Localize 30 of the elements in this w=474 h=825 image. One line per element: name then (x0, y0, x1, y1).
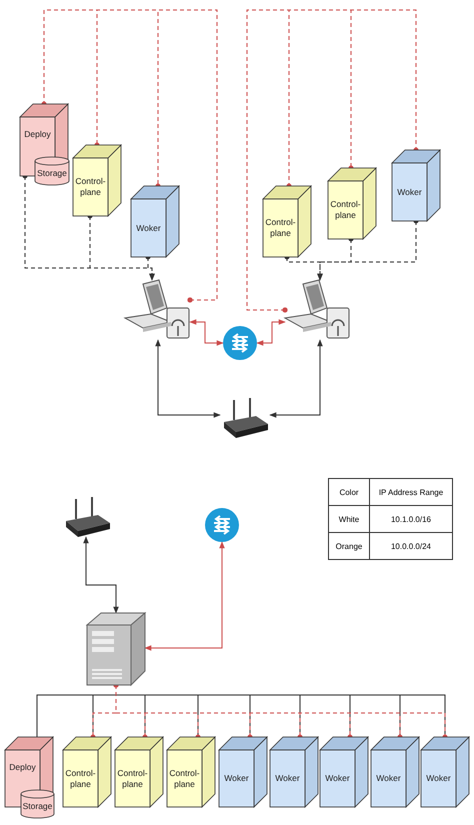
connector (189, 319, 224, 346)
box-label: Woker (136, 222, 161, 234)
table-cell: Color (328, 478, 370, 506)
box-label: Control-plane (329, 199, 362, 221)
box-label: Woker (325, 773, 350, 784)
connector (144, 541, 225, 651)
box-label: Control-plane (264, 217, 297, 239)
connector (155, 339, 221, 418)
dashed-connector (156, 10, 218, 302)
box-label: Control-plane (74, 176, 107, 198)
table-cell: IP Address Range (370, 478, 452, 506)
table-cell: 10.0.0.0/24 (370, 532, 452, 560)
cylinder-label: Storage (22, 800, 52, 812)
box-label: Deploy (24, 128, 51, 140)
box-label: Woker (224, 773, 249, 784)
box-label: Woker (397, 186, 422, 198)
table-cell: 10.1.0.0/16 (370, 506, 452, 532)
box-label: Control-plane (64, 768, 97, 790)
connector (256, 319, 286, 346)
table-cell: Orange (328, 532, 370, 560)
connector (83, 536, 119, 614)
connector (269, 339, 323, 418)
box-label: Woker (275, 773, 300, 784)
box-label: Control-plane (168, 768, 201, 790)
box-label: Woker (376, 773, 401, 784)
table-cell: White (328, 506, 370, 532)
box-label: Deploy (9, 762, 36, 772)
box-label: Control-plane (116, 768, 149, 790)
box-label: Woker (426, 773, 451, 784)
cylinder-label: Storage (37, 168, 67, 178)
